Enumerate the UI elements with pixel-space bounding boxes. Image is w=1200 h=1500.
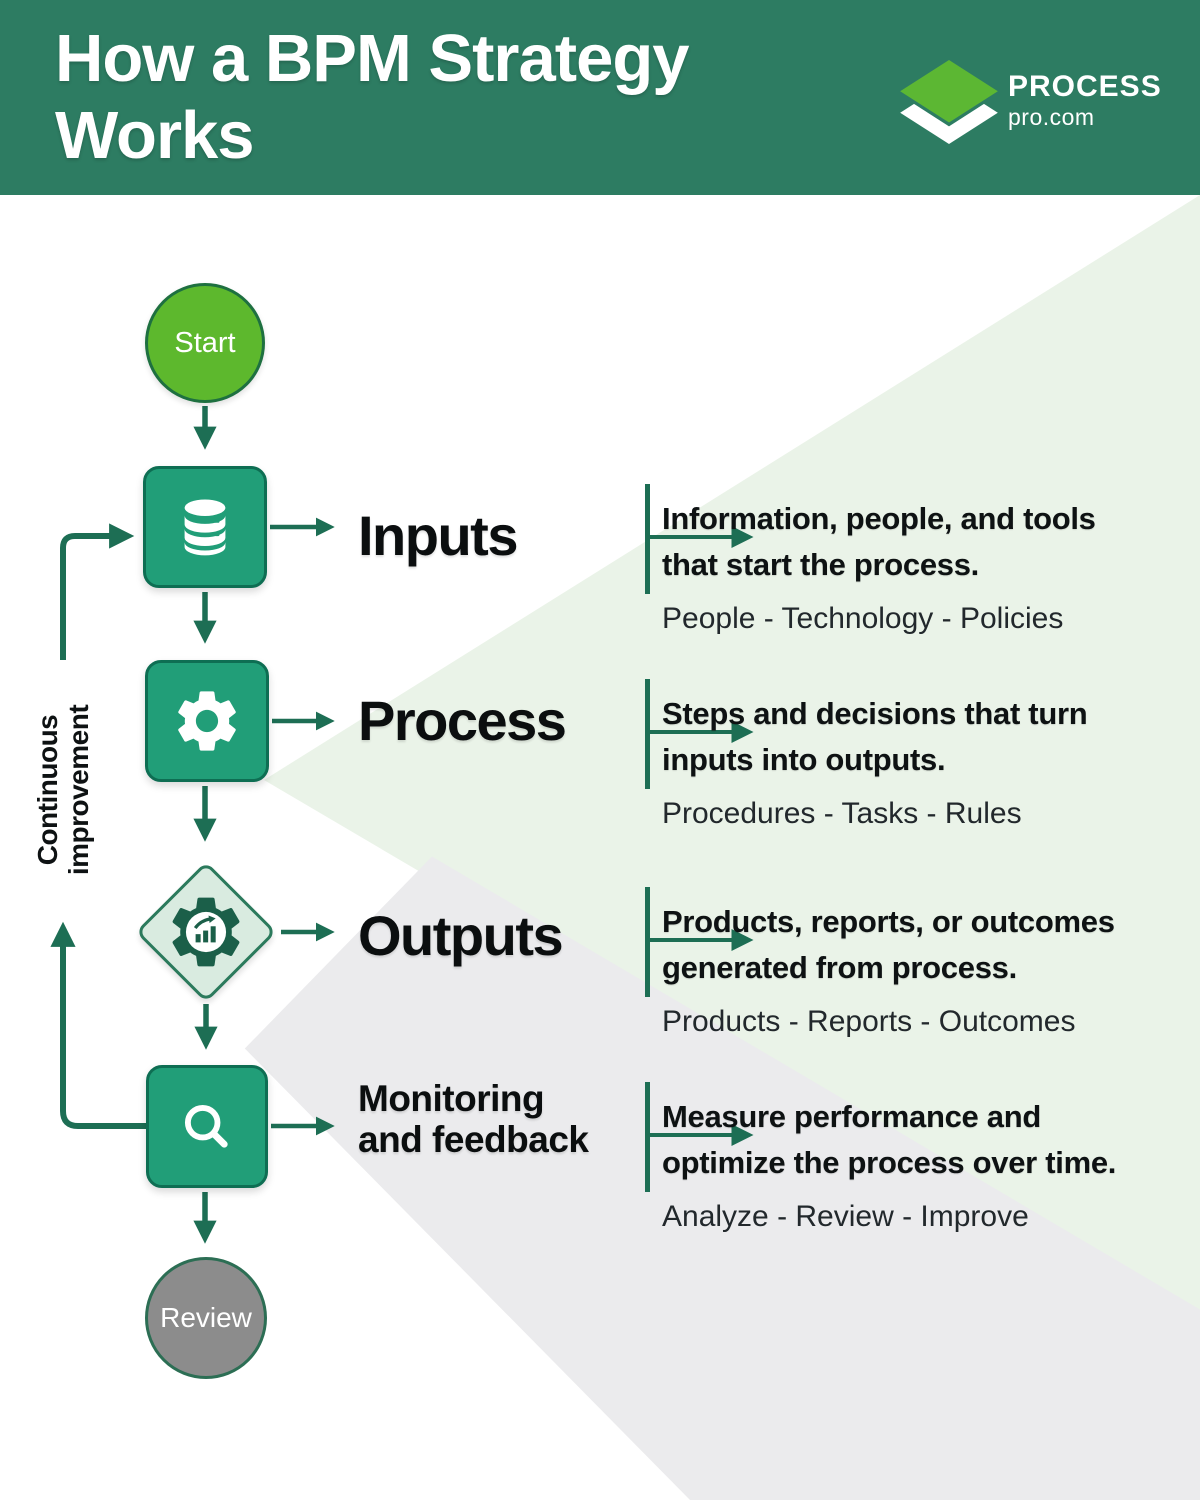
gear-icon xyxy=(178,691,236,751)
start-label: Start xyxy=(174,326,236,359)
gear-chart-icon xyxy=(172,897,240,967)
desc-process-items: Procedures - Tasks - Rules xyxy=(662,797,1022,830)
desc-outputs: Products, reports, or outcomes generated … xyxy=(645,887,1190,1039)
start-node: Start xyxy=(145,283,265,403)
diamond-logo-icon xyxy=(900,60,998,144)
desc-bold-line: Products, reports, or outcomes xyxy=(662,904,1115,939)
section-divider-line xyxy=(645,679,650,789)
loop-label-line-2: improvement xyxy=(63,704,94,876)
review-label: Review xyxy=(160,1302,252,1333)
desc-bold-line: that start the process. xyxy=(662,547,979,582)
database-icon xyxy=(184,499,226,556)
desc-monitoring: Measure performance and optimize the proc… xyxy=(645,1082,1190,1234)
outputs-node xyxy=(135,861,277,1003)
title-line-1: How a BPM Strategy xyxy=(55,21,690,96)
logo-domain: pro.com xyxy=(1008,104,1095,130)
desc-outputs-bold: Products, reports, or outcomes generated … xyxy=(662,899,1190,991)
desc-outputs-items: Products - Reports - Outcomes xyxy=(662,1005,1076,1038)
loop-label-line-1: Continuous xyxy=(32,714,63,866)
heading-monitoring-line-2: and feedback xyxy=(358,1119,589,1160)
heading-inputs: Inputs xyxy=(358,504,518,567)
logo-name: PROCESS xyxy=(1008,70,1162,103)
review-node: Review xyxy=(145,1257,267,1379)
desc-monitoring-items: Analyze - Review - Improve xyxy=(662,1200,1029,1233)
desc-bold-line: Measure performance and xyxy=(662,1099,1042,1134)
section-divider-line xyxy=(645,484,650,594)
desc-process-bold: Steps and decisions that turn inputs into… xyxy=(662,691,1190,783)
desc-process: Steps and decisions that turn inputs into… xyxy=(645,679,1190,831)
desc-bold-line: Steps and decisions that turn xyxy=(662,696,1088,731)
heading-process: Process xyxy=(358,689,567,752)
magnifier-icon xyxy=(184,1104,228,1148)
desc-inputs: Information, people, and tools that start… xyxy=(645,484,1190,636)
brand-logo: PROCESS pro.com xyxy=(900,60,1162,144)
section-divider-line xyxy=(645,1082,650,1192)
desc-monitoring-bold: Measure performance and optimize the proc… xyxy=(662,1094,1190,1186)
loop-upper-segment xyxy=(60,523,135,660)
title-line-2: Works xyxy=(55,98,255,173)
section-divider-line xyxy=(645,887,650,997)
desc-bold-line: optimize the process over time. xyxy=(662,1145,1117,1180)
loop-lower-segment xyxy=(50,921,147,1129)
inputs-node xyxy=(143,466,267,588)
desc-bold-line: generated from process. xyxy=(662,950,1017,985)
desc-inputs-items: People - Technology - Policies xyxy=(662,602,1064,635)
heading-outputs: Outputs xyxy=(358,904,564,967)
desc-bold-line: inputs into outputs. xyxy=(662,742,946,777)
desc-inputs-bold: Information, people, and tools that start… xyxy=(662,496,1190,588)
logo-text: PROCESS pro.com xyxy=(1008,72,1162,129)
heading-monitoring-line-1: Monitoring xyxy=(358,1078,545,1119)
process-node xyxy=(145,660,269,782)
desc-bold-line: Information, people, and tools xyxy=(662,501,1096,536)
monitoring-node xyxy=(146,1065,268,1188)
